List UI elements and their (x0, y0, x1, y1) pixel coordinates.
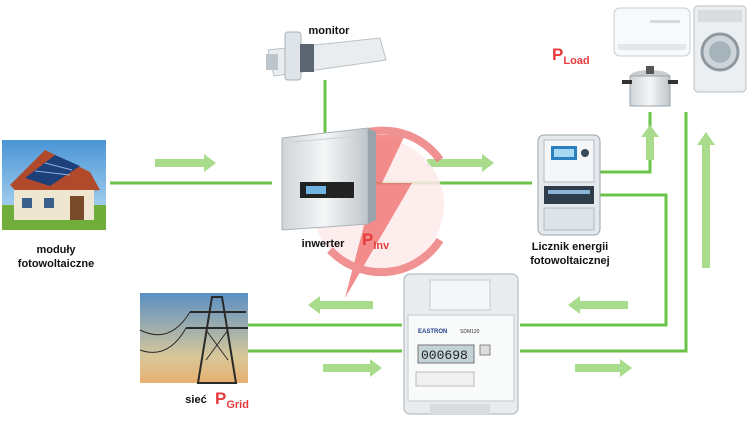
meter-model: SDM120 (460, 329, 480, 335)
arrow-up-load-1 (641, 125, 659, 160)
power-symbol-grid: P (215, 389, 226, 408)
grid-label: sieć (176, 393, 216, 407)
pv-modules-label: moduły fotowoltaiczne (0, 243, 112, 271)
arrow-right-4 (575, 359, 632, 377)
arrow-right-1 (155, 154, 216, 172)
meter-brand: EASTRON (418, 329, 447, 335)
arrow-left-1 (308, 296, 373, 314)
pv-meter-label-line2: fotowoltaicznej (510, 254, 630, 268)
pv-meter-label: Licznik energii fotowoltaicznej (510, 240, 630, 268)
energy-meter-icon (538, 135, 600, 235)
line-meter-to-load-a (600, 112, 650, 172)
din-meter-icon: 000698 EASTRON SDM120 (404, 274, 518, 414)
power-subscript-load: Load (563, 55, 589, 67)
power-symbol-inverter: P (362, 230, 373, 249)
inverter-icon (282, 128, 376, 230)
arrow-right-3 (323, 359, 382, 377)
power-label-load: PLoad (552, 45, 590, 65)
pv-modules-label-line2: fotowoltaiczne (0, 257, 112, 271)
power-symbol-load: P (552, 45, 563, 64)
washing-machine-icon (694, 6, 746, 92)
pv-modules-label-line1: moduły (0, 243, 112, 257)
arrow-up-load-2 (697, 132, 715, 268)
inverter-label: inwerter (287, 237, 359, 251)
power-tower-icon (140, 293, 248, 383)
monitor-label: monitor (289, 24, 369, 38)
air-conditioner-icon (614, 8, 690, 56)
pressure-cooker-icon (622, 66, 678, 106)
pv-meter-label-line1: Licznik energii (510, 240, 630, 254)
power-label-inverter: PInv (362, 230, 389, 250)
power-subscript-grid: Grid (226, 399, 249, 411)
power-label-grid: PGrid (215, 389, 249, 409)
meter-display-value: 000698 (421, 348, 468, 363)
monitor-device-icon (266, 32, 386, 80)
power-subscript-inverter: Inv (373, 240, 389, 252)
solar-house-icon (2, 140, 106, 230)
arrow-left-2 (568, 296, 628, 314)
